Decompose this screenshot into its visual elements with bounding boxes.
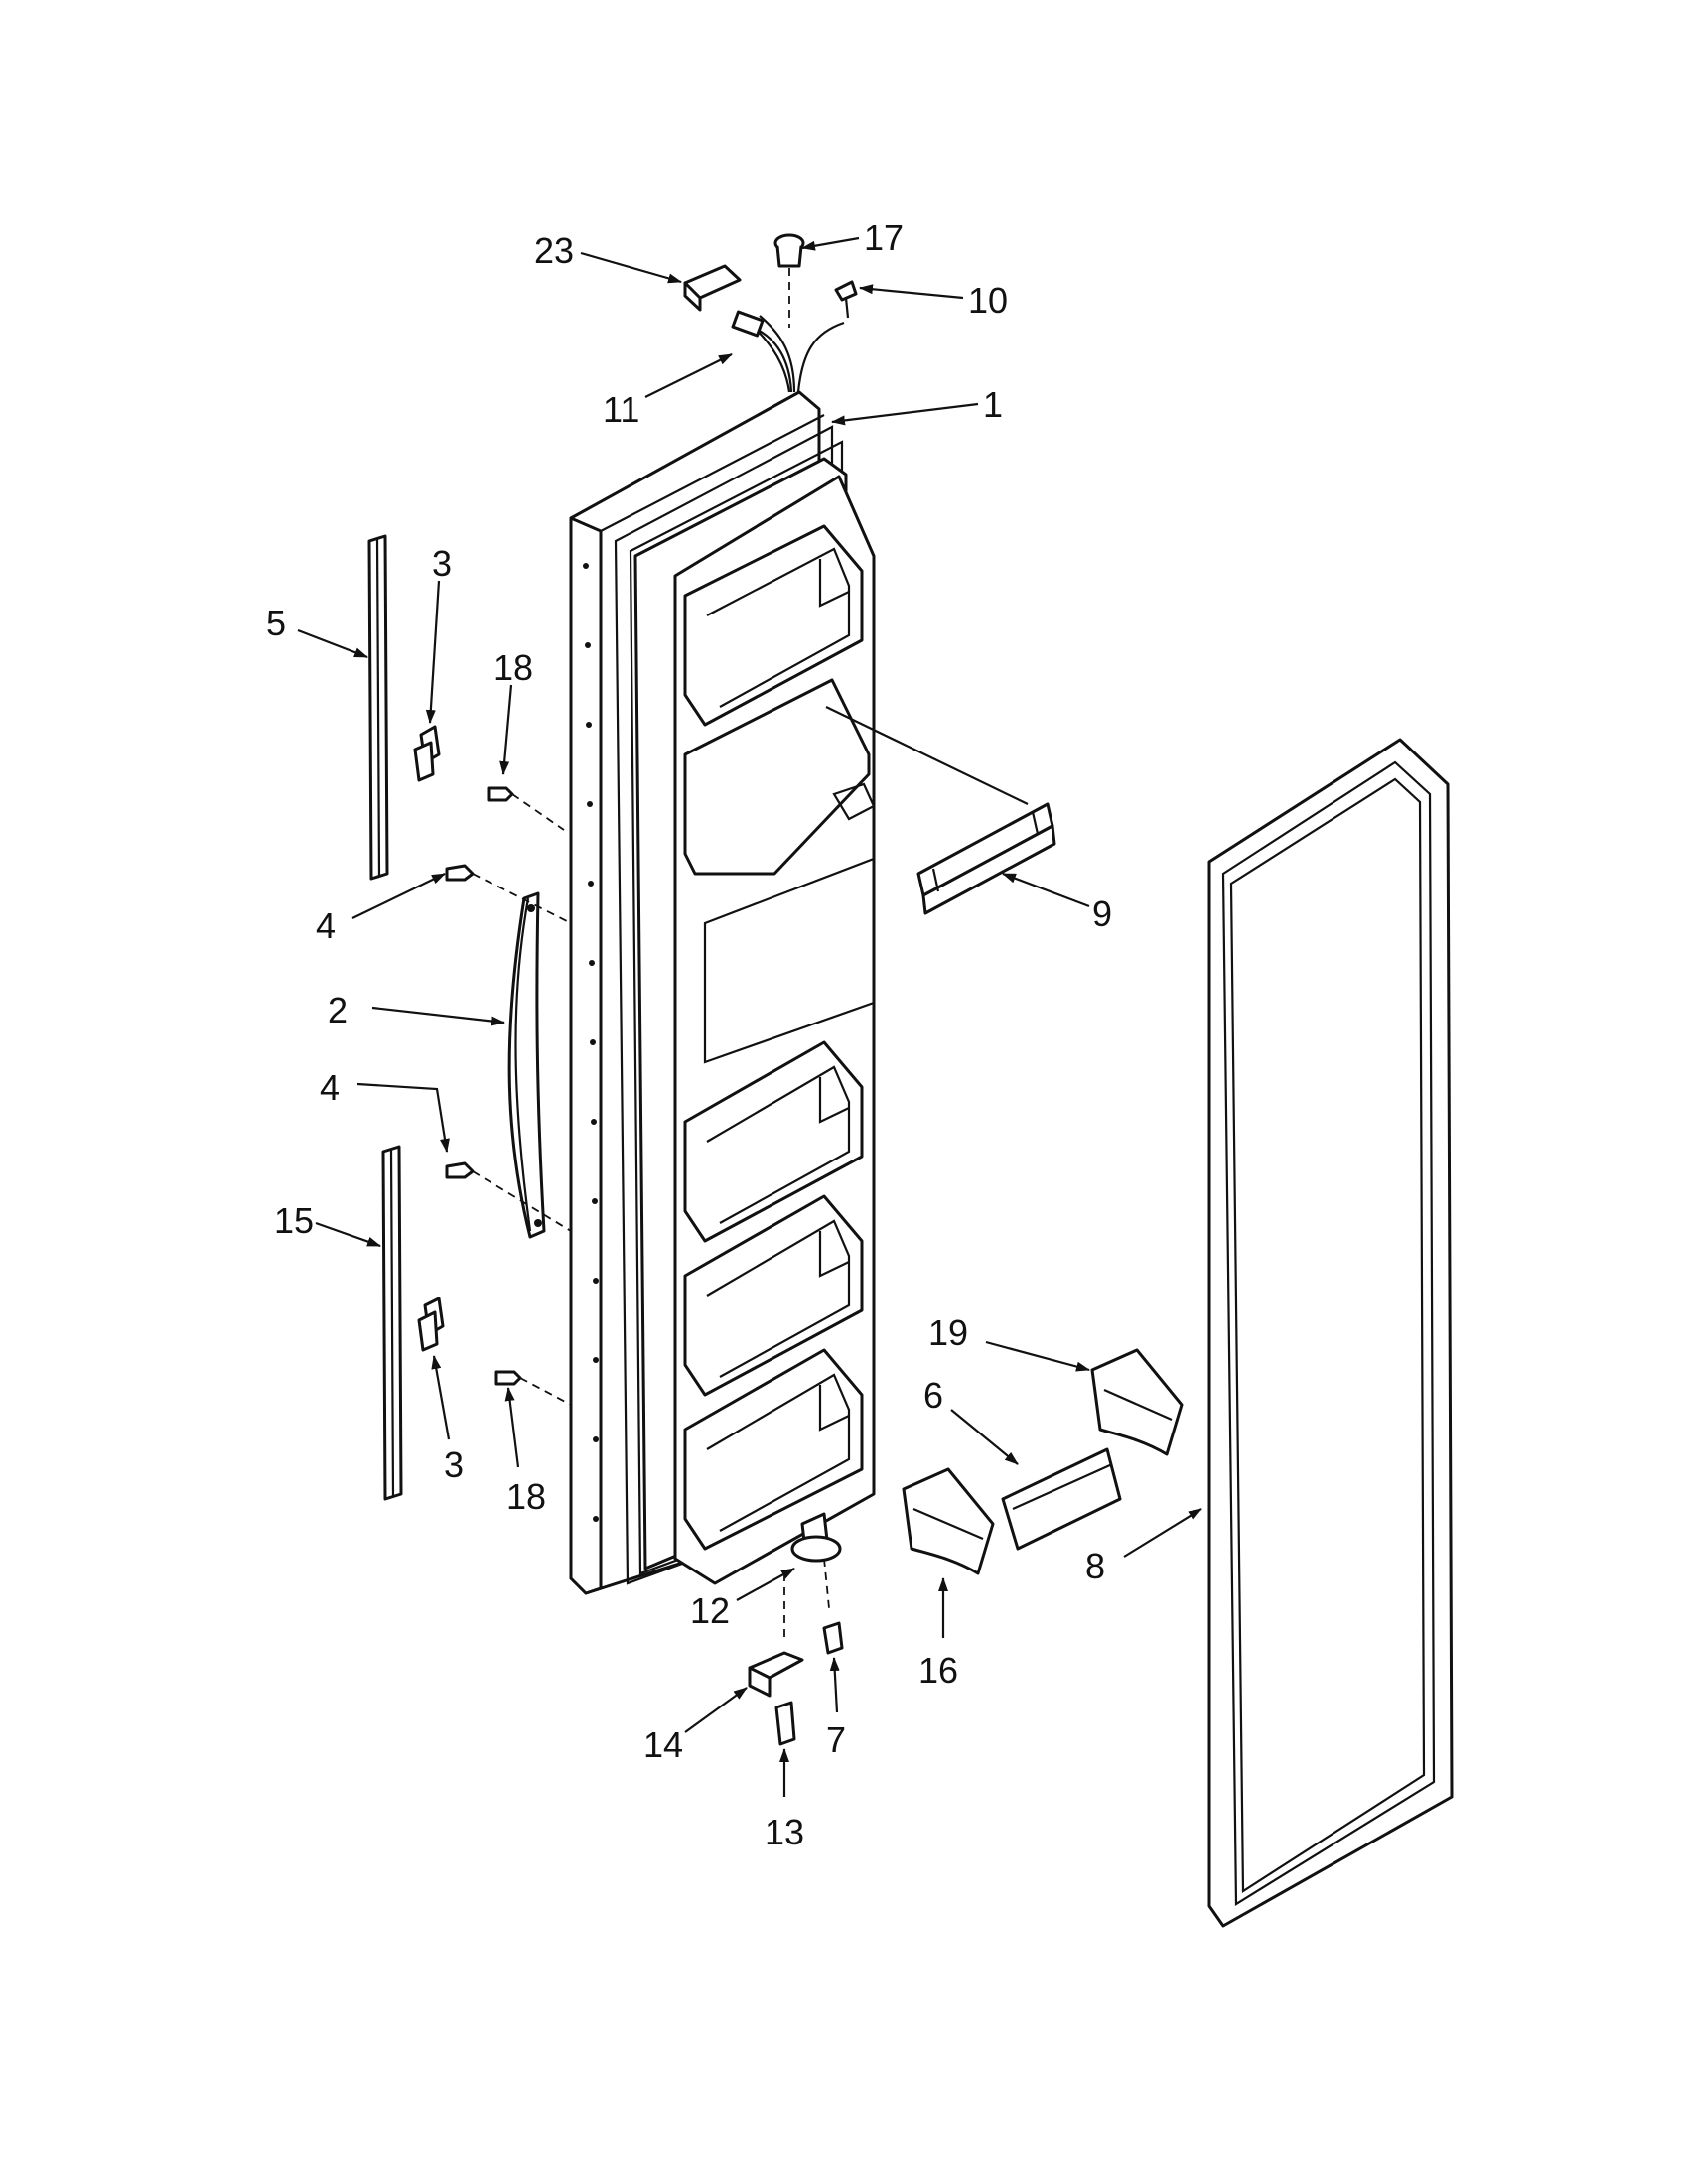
callout-23: 23 — [534, 230, 574, 271]
clip-3-lower-part — [417, 1297, 445, 1352]
callout-4-lower: 4 — [320, 1067, 340, 1108]
light-socket-part — [773, 233, 805, 268]
bin-panel-6-part — [1001, 1447, 1122, 1551]
callout-3-upper: 3 — [432, 543, 452, 584]
screw-13-part — [774, 1701, 796, 1746]
callout-15: 15 — [274, 1200, 314, 1241]
callout-10: 10 — [968, 280, 1008, 321]
callout-18-lower: 18 — [506, 1476, 546, 1517]
shelf-bar-9-part — [916, 802, 1056, 915]
bin-end-19-part — [1090, 1348, 1184, 1456]
clip-3-upper-part — [413, 725, 441, 782]
refrigerator-door-part — [569, 390, 876, 1595]
handle-2-part — [507, 891, 546, 1239]
callout-3-lower: 3 — [444, 1444, 464, 1485]
connector-block-part — [683, 264, 742, 312]
callout-1: 1 — [983, 384, 1003, 425]
wire-harness-part — [731, 310, 845, 393]
mount-dash-lines — [472, 268, 830, 1638]
bin-end-16-part — [902, 1467, 995, 1575]
callout-4-upper: 4 — [316, 905, 336, 946]
callout-12: 12 — [690, 1590, 730, 1631]
screw-7-part — [822, 1621, 844, 1655]
callout-11: 11 — [603, 389, 639, 430]
callout-8: 8 — [1085, 1546, 1105, 1586]
callout-16: 16 — [918, 1650, 958, 1691]
door-side-holes — [583, 563, 599, 1522]
trim-strip-5-part — [367, 534, 389, 881]
screws-part — [445, 786, 522, 1386]
callout-9: 9 — [1092, 893, 1112, 934]
hinge-bracket-14-part — [748, 1651, 804, 1698]
callout-18-upper: 18 — [493, 647, 533, 688]
callout-19: 19 — [928, 1312, 968, 1353]
screw-10-part — [834, 280, 858, 319]
callout-17: 17 — [864, 217, 904, 258]
callout-7: 7 — [826, 1719, 846, 1760]
callout-13: 13 — [765, 1812, 804, 1852]
callout-5: 5 — [266, 603, 286, 643]
callout-2: 2 — [328, 990, 348, 1030]
door-gasket-8-part — [1207, 738, 1454, 1928]
callout-14: 14 — [643, 1724, 683, 1765]
callouts: 23 17 10 11 1 3 5 18 9 4 2 4 15 — [266, 217, 1202, 1852]
trim-strip-15-part — [381, 1145, 403, 1501]
hinge-12-part — [790, 1512, 842, 1563]
callout-6: 6 — [923, 1375, 943, 1416]
